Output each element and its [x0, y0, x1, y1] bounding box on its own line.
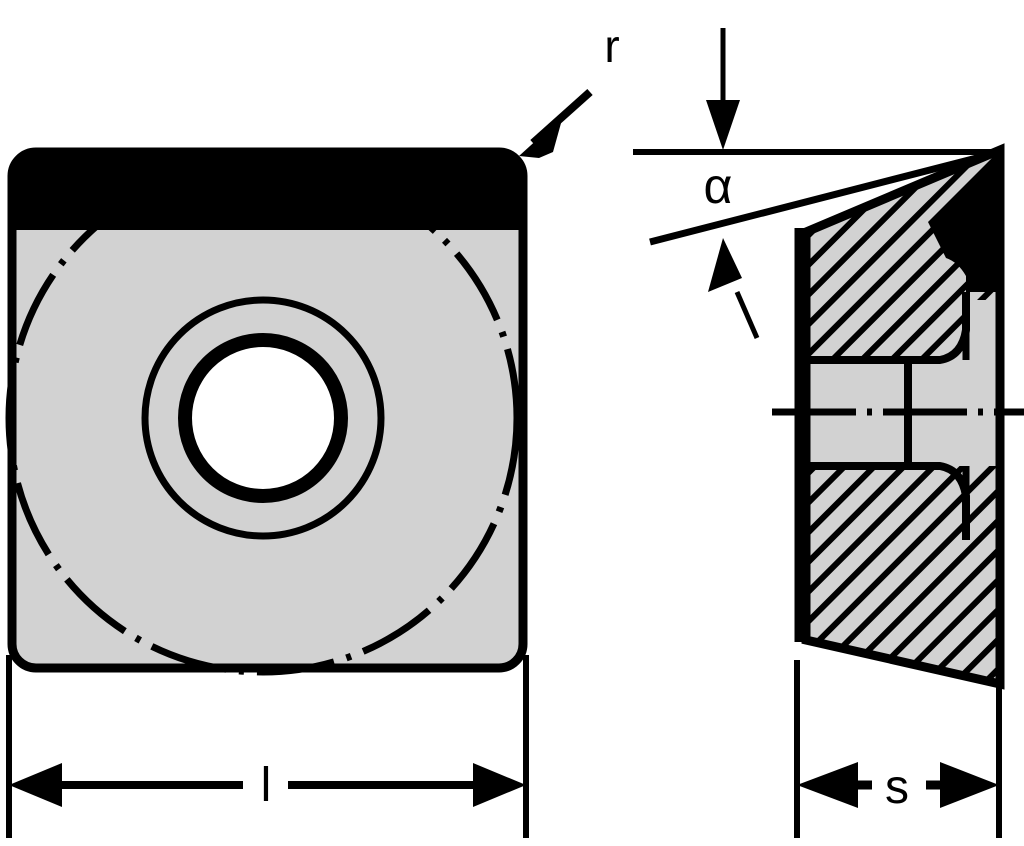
cutting-land-band — [8, 152, 527, 230]
s-dimension-label: s — [885, 761, 909, 814]
section-land-chamfer — [928, 150, 1000, 292]
inscribed-circle-centerline — [5, 160, 521, 676]
s-arrowhead-right-icon — [940, 762, 999, 808]
corner-radius-label: r — [604, 20, 619, 72]
l-arrowhead-left-icon — [9, 763, 62, 807]
s-arrowhead-left-icon — [797, 762, 858, 808]
clearance-angle-label: α — [704, 158, 733, 214]
center-hole — [178, 333, 348, 503]
top-view-group — [5, 147, 528, 676]
countersink-ring — [141, 296, 385, 540]
l-dimension-label: l — [261, 759, 272, 812]
l-dimension-group: l — [6, 655, 529, 838]
bore-cavity-fill — [806, 300, 1000, 466]
corner-radius-callout: r — [519, 20, 620, 158]
angle-flank-line — [649, 148, 1001, 246]
section-view-group — [772, 143, 1024, 690]
l-arrowhead-right-icon — [473, 763, 526, 807]
clearance-angle-callout: α — [633, 28, 1001, 339]
section-hatch-lower — [806, 466, 1000, 684]
angle-upper-arrowhead-icon — [706, 100, 740, 150]
corner-radius-arrowhead-icon — [519, 116, 563, 158]
angle-lower-leader — [734, 291, 760, 339]
angle-lower-arrowhead-icon — [708, 238, 742, 292]
s-dimension-group: s — [794, 660, 1002, 838]
